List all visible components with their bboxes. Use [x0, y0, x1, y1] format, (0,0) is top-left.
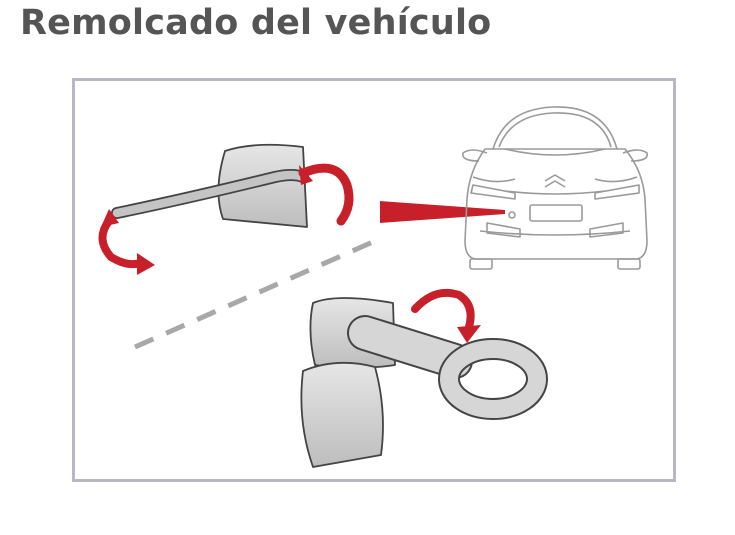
red-pointer-wedge: [380, 201, 505, 223]
towing-illustration: [98, 106, 648, 468]
towing-illustration-frame: [72, 78, 676, 482]
cover-removal-detail: [98, 143, 354, 275]
dashed-guide-line: [133, 238, 377, 350]
page-title: Remolcado del vehículo: [20, 3, 492, 43]
tow-hook-detail: [300, 288, 548, 468]
car-front-icon: [462, 106, 648, 270]
